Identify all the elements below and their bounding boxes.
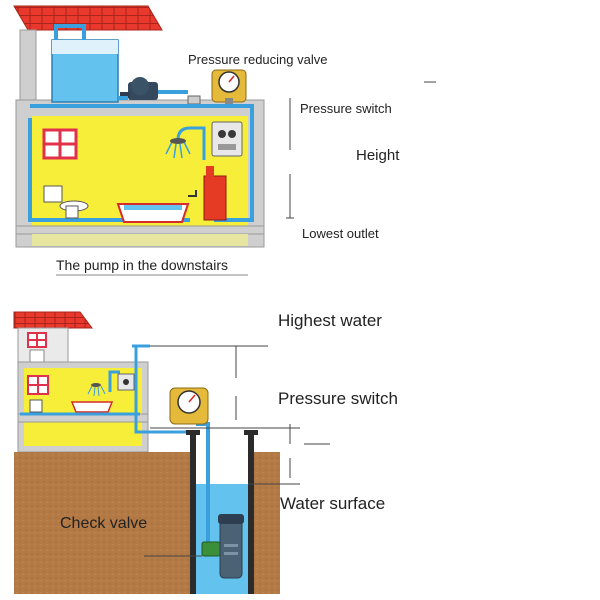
top-house <box>13 5 265 248</box>
label-caption: The pump in the downstairs <box>56 257 228 273</box>
check-valve <box>201 541 221 557</box>
top-pressure-gauge <box>211 69 247 106</box>
top-floor-slab <box>15 225 265 235</box>
submersible-pump <box>218 514 244 579</box>
bottom-upper-window <box>27 332 47 348</box>
bottom-lower-interior <box>24 422 142 446</box>
top-bathtub <box>116 203 190 223</box>
label-water-surface: Water surface <box>280 494 385 513</box>
bottom-bathtub <box>70 401 114 413</box>
label-height: Height <box>356 147 400 164</box>
bottom-roof <box>13 311 93 329</box>
bottom-shower-icon <box>87 383 106 397</box>
well-wall-left <box>190 432 196 594</box>
bottom-house <box>13 311 196 453</box>
label-top-pressure-switch: Pressure switch <box>300 101 392 116</box>
bottom-measure-marks <box>144 345 330 557</box>
bottom-house-pipes <box>20 344 196 434</box>
top-window <box>42 128 78 160</box>
bottom-window <box>27 375 49 395</box>
top-roof <box>13 5 163 31</box>
top-basement <box>32 234 248 246</box>
top-reducing-valve-body <box>187 95 201 105</box>
top-shower-icon <box>165 138 191 159</box>
top-tap <box>188 190 197 197</box>
top-water-heater <box>203 175 227 221</box>
label-highest-water: Highest water <box>278 311 382 330</box>
well-wall-right <box>248 432 254 594</box>
bottom-toilet <box>29 399 43 413</box>
label-bottom-pressure-switch: Pressure switch <box>278 389 398 408</box>
top-toilet <box>43 185 89 219</box>
top-pump <box>120 77 158 100</box>
top-shower-pipe <box>176 126 206 160</box>
top-control-box <box>211 121 243 157</box>
ground-soil <box>14 452 192 594</box>
top-measure-marks <box>286 81 436 219</box>
label-pressure-reducing-valve: Pressure reducing valve <box>188 52 327 67</box>
label-check-valve: Check valve <box>60 515 147 532</box>
label-lowest-outlet: Lowest outlet <box>302 226 379 241</box>
bottom-pressure-gauge <box>169 387 209 425</box>
